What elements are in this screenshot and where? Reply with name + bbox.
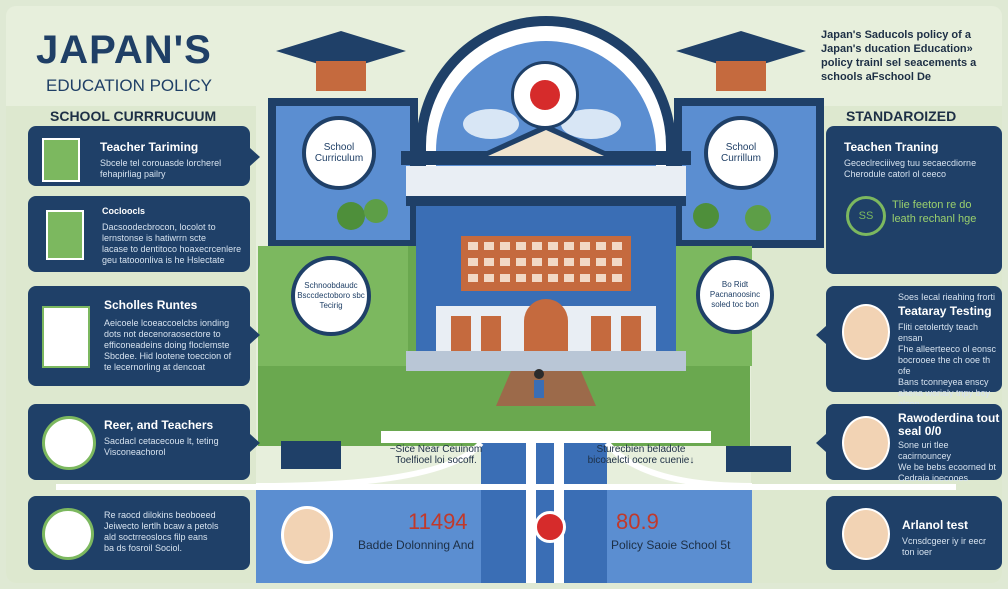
student-avatar (281, 506, 333, 564)
left-card-bottom: Re raocd dilokins beoboeed Jeiwecto lert… (28, 496, 250, 570)
top-right-text: Japan's Saducols policy of a Japan's duc… (821, 29, 977, 83)
document-icon (42, 306, 90, 368)
seal-icon (534, 511, 566, 543)
policy-badge-left: Schnoobdaudc Bsccdectoboro sbc Tecirig (291, 256, 371, 336)
card-title: Cocloocls (102, 206, 146, 216)
card-title: Rawoderdina tout seal 0/0 (898, 411, 1000, 438)
card-pointer (250, 326, 260, 344)
card-title: Arlanol test (902, 518, 969, 532)
right-card-arlanol-test: Arlanol test Vcnsdcgeer iy ir eecr ton i… (826, 496, 1002, 570)
japan-flag-icon (511, 61, 579, 129)
card-body: Dacsoodecbrocon, locolot to lernstonse i… (102, 222, 242, 265)
card-body: Gececlreciiiveg tuu secaecdiorne Cherodu… (844, 158, 977, 179)
school-seal-icon (42, 508, 94, 560)
left-card-reer-teachers: Reer, and Teachers Sacdacl cetacecoue lt… (28, 404, 250, 480)
card-title: Reer, and Teachers (104, 418, 214, 432)
school-curriculum-badge-left: School Curriculum (302, 116, 376, 190)
left-card-scholles-runtes: Scholles Runtes Aeicoele lcoeaccoelcbs i… (28, 286, 250, 386)
card-body: Sone uri tlee cacirnouncey We be bebs ec… (898, 440, 996, 483)
teacher-avatar (842, 304, 890, 360)
card-body: Sacdacl cetacecoue lt, teting Visconeach… (104, 436, 219, 457)
card-body: Sbcele tel corouasde lorcherel fehapirli… (100, 158, 222, 179)
highlight-text: Tlie feeton re do leath rechanl hge (892, 199, 977, 225)
card-pointer (816, 434, 826, 452)
right-card-teachen-traning: Teachen Traning Gececlreciiiveg tuu seca… (826, 126, 1002, 274)
book-icon (42, 138, 80, 182)
card-title: Scholles Runtes (104, 298, 198, 312)
card-body: Aeicoele lcoeaccoelcbs ionding dots not … (104, 318, 232, 372)
stat-value-left: 11494 (408, 509, 468, 534)
policy-badge-right: Bo Ridt Pacnanoosinc soled toc bon (696, 256, 774, 334)
lamp-badge-icon: SS (846, 196, 886, 236)
right-card-rawoderdina: Rawoderdina tout seal 0/0 Sone uri tlee … (826, 404, 1002, 483)
left-section-heading: SCHOOL CURRRUCUUM (50, 108, 217, 124)
ground-note-left: ~Sice Near Ceuinom Toelfioel loi socoff. (389, 444, 483, 466)
card-title: Teataray Testing (898, 304, 992, 318)
left-card-teacher-training: Teacher Tariming Sbcele tel corouasde lo… (28, 126, 250, 186)
page-subtitle: EDUCATION POLICY (46, 76, 212, 95)
ground-note-right: Sturecbien beladote bicoaelcti ocore cue… (587, 444, 695, 466)
school-curriculum-badge-right: School Currillum (704, 116, 778, 190)
stat-value-right: 80.9 (616, 509, 659, 534)
card-title: Teachen Traning (844, 140, 939, 154)
card-pointer (816, 326, 826, 344)
infographic-canvas: JAPAN'S EDUCATION POLICY Japan's Saducol… (6, 6, 1002, 583)
page-title: JAPAN'S (36, 28, 212, 72)
card-body: Re raocd dilokins beoboeed Jeiwecto lert… (104, 510, 219, 553)
books-stack-icon (46, 210, 84, 260)
left-card-cocloocls: Cocloocls Dacsoodecbrocon, locolot to le… (28, 196, 250, 272)
card-pointer (250, 434, 260, 452)
stat-label-right: Policy Saoie School 5t (611, 538, 731, 552)
student-avatar (842, 416, 890, 470)
stat-label-left: Badde Dolonning And (358, 538, 475, 552)
card-title: Teacher Tariming (100, 140, 199, 154)
card-pretitle: Soes Iecal rieahing frorti (898, 292, 996, 302)
student-avatar (842, 508, 890, 560)
card-pointer (250, 148, 260, 166)
right-card-teataray-testing: Soes Iecal rieahing frorti Teataray Test… (826, 286, 1002, 420)
school-seal-icon (42, 416, 96, 470)
card-body: Vcnsdcgeer iy ir eecr ton ioer (902, 536, 987, 557)
